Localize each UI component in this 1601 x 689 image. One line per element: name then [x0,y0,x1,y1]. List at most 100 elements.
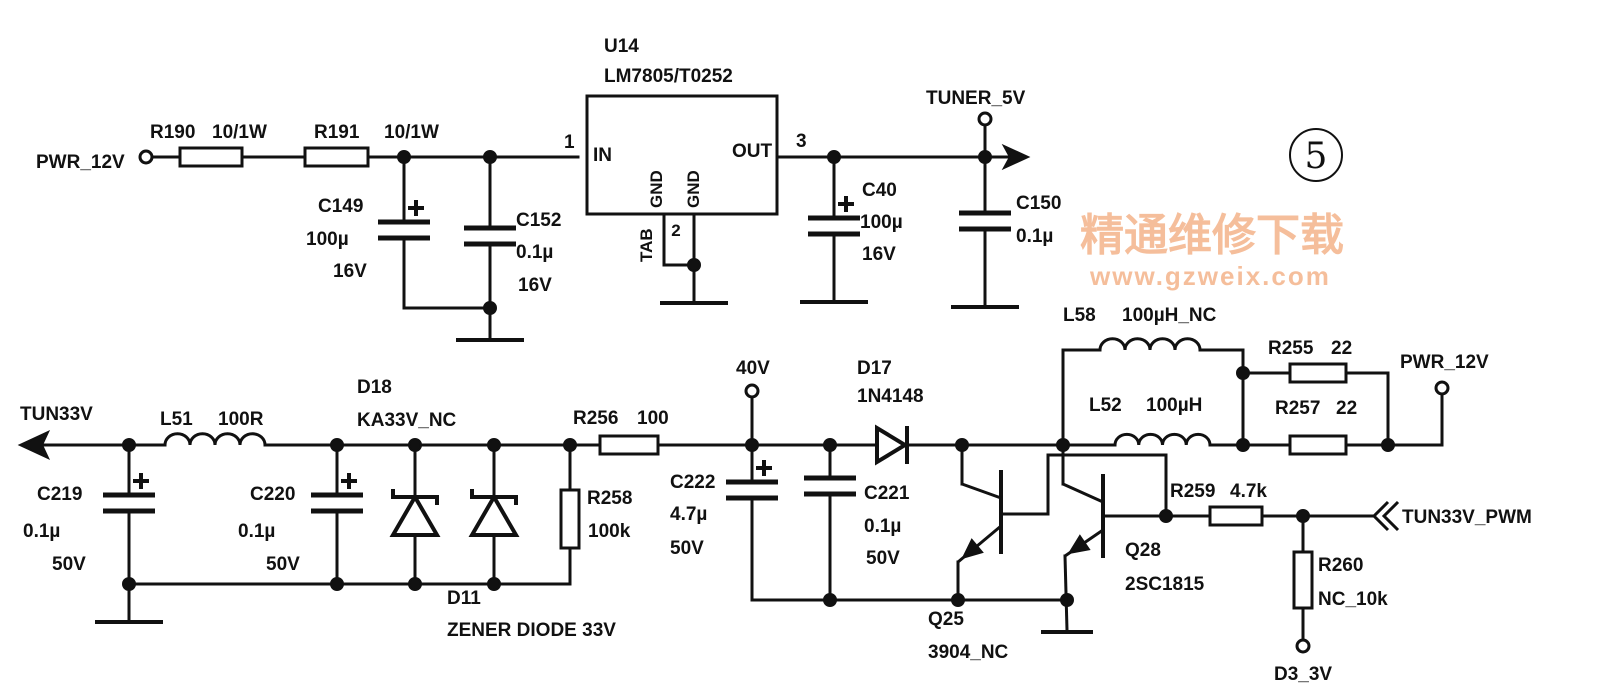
emitter-arrow-icon [961,538,984,560]
q25-value: 3904_NC [928,642,1009,663]
polarity-plus-icon [341,473,357,489]
resistor-body-icon [1208,505,1264,527]
l52-ref: L52 [1089,395,1122,416]
inductor-coil-icon [1113,432,1212,446]
port-terminal-icon [744,383,760,399]
r256-ref: R256 [573,408,618,429]
c152-voltage: 16V [518,275,552,296]
r257-value: 22 [1336,398,1357,419]
zener-cathode-bar-icon [391,489,439,505]
watermark-url: www.gzweix.com [1089,261,1331,291]
u14-pin-out-number: 3 [796,131,807,152]
wire [402,236,492,310]
l58-value: 100µH_NC [1122,305,1217,326]
net-label-tun33v: TUN33V [20,404,93,425]
input-connector-icon [1371,500,1400,532]
junction-dot [1159,509,1173,523]
sheet-marker: 5 [1289,128,1343,182]
q28-value: 2SC1815 [1125,574,1205,595]
d17-ref: D17 [857,358,892,379]
c222-value: 4.7µ [670,504,707,525]
resistor-body-icon [598,434,660,456]
q25-ref: Q25 [928,609,964,630]
q28-ref: Q28 [1125,540,1161,561]
wire [1198,348,1245,447]
transistor-collector-icon [1062,482,1104,504]
transistor-q28: Q28 2SC1815 [1041,443,1212,634]
zener-diode-icon [389,493,441,537]
c219-ref: C219 [37,484,82,505]
c220-ref: C220 [250,484,295,505]
resistor-body-icon [1288,434,1348,456]
r190-value: 10/1W [212,122,267,143]
wire [1344,392,1444,447]
net-label-pwr12v-right: PWR_12V [1400,352,1489,373]
r258-value: 100k [588,521,631,542]
diode-icon [875,424,909,466]
junction-dot [483,301,497,315]
u14-gnd-label-1: GND [647,170,666,208]
r190-ref: R190 [150,122,195,143]
resistor-body-icon [1288,362,1348,384]
wire [1061,348,1102,447]
transistor-q25: Q25 3904_NC [928,443,1168,663]
junction-dot [1236,438,1250,452]
inductor-coil-icon [1098,337,1202,351]
r260-value: NC_10k [1318,589,1388,610]
zener-cathode-bar-icon [470,489,518,505]
polarity-plus-icon [838,196,854,212]
net-label-pwr12v-input: PWR_12V [36,152,125,173]
r191-value: 10/1W [384,122,439,143]
c40-ref: C40 [862,180,897,201]
c220-value: 0.1µ [238,521,275,542]
r259-value: 4.7k [1230,481,1267,502]
junction-dot [330,577,344,591]
c40-value: 100µ [860,212,903,233]
r257-ref: R257 [1275,398,1320,419]
wire [127,551,572,586]
junction-dot [687,258,701,272]
polarity-plus-icon [408,200,424,216]
net-label-tun33v-pwm: TUN33V_PWM [1402,507,1532,528]
d17-value: 1N4148 [857,386,924,407]
r255-value: 22 [1331,338,1352,359]
u14-part: LM7805/T0252 [604,66,733,87]
c220-voltage: 50V [266,554,300,575]
port-terminal-icon [1434,380,1450,396]
net-label-tuner-5v: TUNER_5V [926,88,1026,109]
l52-value: 100µH [1146,395,1202,416]
wire [662,212,696,267]
c221-value: 0.1µ [864,516,901,537]
u14-gnd-label-2: GND [684,170,703,208]
junction-dot [1381,438,1395,452]
c221-ref: C221 [864,483,910,504]
c152-value: 0.1µ [516,242,553,263]
wire [999,453,1168,518]
u14-ref: U14 [604,36,639,57]
c150-value: 0.1µ [1016,226,1053,247]
c149-value: 100µ [306,229,349,250]
polarity-plus-icon [133,473,149,489]
d18-ref: D18 [357,377,392,398]
l51-ref: L51 [160,409,193,430]
u14-pin-out-label: OUT [732,141,773,162]
c150-ref: C150 [1016,193,1061,214]
c40-voltage: 16V [862,244,896,265]
resistor-body-icon [303,146,370,168]
r191-ref: R191 [314,122,360,143]
port-terminal-icon [977,111,993,127]
u14-pin-in-number: 1 [564,132,575,153]
c219-voltage: 50V [52,554,86,575]
transistor-collector-icon [961,482,1002,500]
regulator-body [585,94,779,216]
l51-value: 100R [218,409,264,430]
sheet-marker-number: 5 [1305,136,1328,177]
c221-voltage: 50V [866,548,900,569]
c152-ref: C152 [516,210,561,231]
r258-ref: R258 [587,488,632,509]
r256-value: 100 [637,408,669,429]
